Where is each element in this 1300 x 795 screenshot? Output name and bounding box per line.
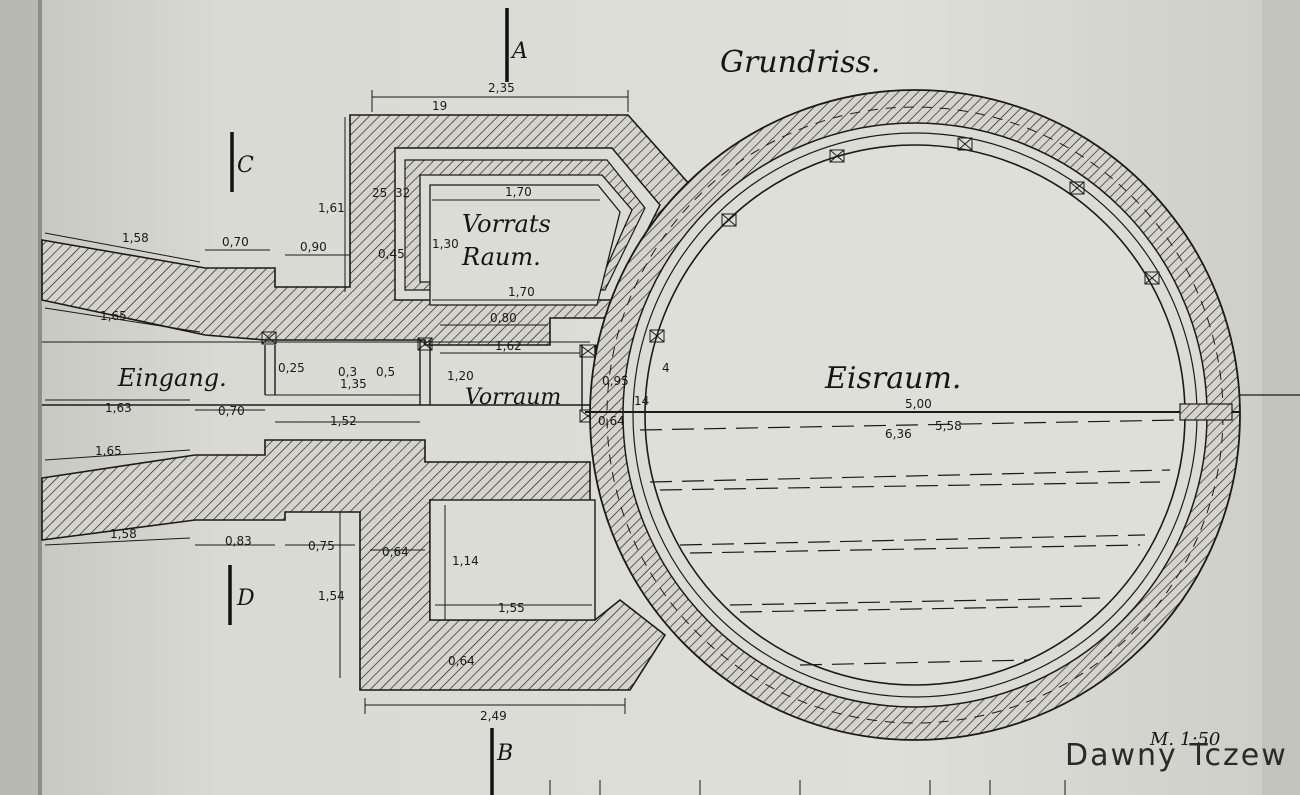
dim-label: 0,64 xyxy=(598,414,625,428)
storage-room-label-2: Raum. xyxy=(461,243,541,271)
section-marker-d: D xyxy=(236,586,255,611)
dim-label: 1,52 xyxy=(330,414,357,428)
dim-label: 0,75 xyxy=(308,539,335,553)
signature: M. 1:50 xyxy=(1149,729,1220,750)
dim-label: 0,3 xyxy=(338,365,357,379)
ice-room-label: Eisraum. xyxy=(824,361,961,396)
dim-label: 5,00 xyxy=(905,397,932,411)
dim-label: 0,90 xyxy=(300,240,327,254)
dim-label: 25 xyxy=(372,186,387,200)
dim-label: 0,25 xyxy=(278,361,305,375)
dim-label: 4 xyxy=(662,361,670,375)
dim-label: 0,70 xyxy=(222,235,249,249)
dim-label: 0,83 xyxy=(225,534,252,548)
dim-label: 1,65 xyxy=(95,444,122,458)
section-marker-c: C xyxy=(237,153,254,178)
dim-label: 1,70 xyxy=(505,185,532,199)
section-marker-a: A xyxy=(510,39,528,64)
ice-room-circle xyxy=(589,89,1241,741)
dim-label: 6,36 xyxy=(885,427,912,441)
dim-label: 2,49 xyxy=(480,709,507,723)
dim-label: 19 xyxy=(432,99,447,113)
dim-label: 1,58 xyxy=(122,231,149,245)
dim-label: 0,64 xyxy=(448,654,475,668)
plan-title: Grundriss. xyxy=(720,45,880,80)
dim-label: 32 xyxy=(395,186,410,200)
storage-room-label: Vorrats xyxy=(462,210,551,238)
dim-label: 1,61 xyxy=(318,201,345,215)
dim-label: 1,65 xyxy=(100,309,127,323)
dim-label: 1,35 xyxy=(340,377,367,391)
dim-label: 5,58 xyxy=(935,419,962,433)
dim-label: 0,95 xyxy=(602,374,629,388)
entrance-label: Eingang. xyxy=(117,364,227,392)
dim-label: 0,45 xyxy=(378,247,405,261)
dim-label: 1,14 xyxy=(452,554,479,568)
dim-label: 2,35 xyxy=(488,81,515,95)
dim-label: 0,70 xyxy=(218,404,245,418)
anteroom-label: Vorraum xyxy=(465,385,561,410)
dim-label: 1,62 xyxy=(495,339,522,353)
watermark-text: Dawny Tczew xyxy=(1065,738,1288,773)
dim-label: 1,58 xyxy=(110,527,137,541)
dim-label: 14 xyxy=(634,394,649,408)
dim-label: 1,20 xyxy=(447,369,474,383)
dim-label: 1,70 xyxy=(508,285,535,299)
dim-label: 1,30 xyxy=(432,237,459,251)
section-marker-b: B xyxy=(496,741,513,766)
dim-label: 0,80 xyxy=(490,311,517,325)
dim-label: 0,64 xyxy=(382,545,409,559)
binding-edge xyxy=(0,0,40,795)
dim-label: 1,54 xyxy=(318,589,345,603)
dim-label: 1,55 xyxy=(498,601,525,615)
dim-label: 1,63 xyxy=(105,401,132,415)
dim-label: 0,5 xyxy=(376,365,395,379)
